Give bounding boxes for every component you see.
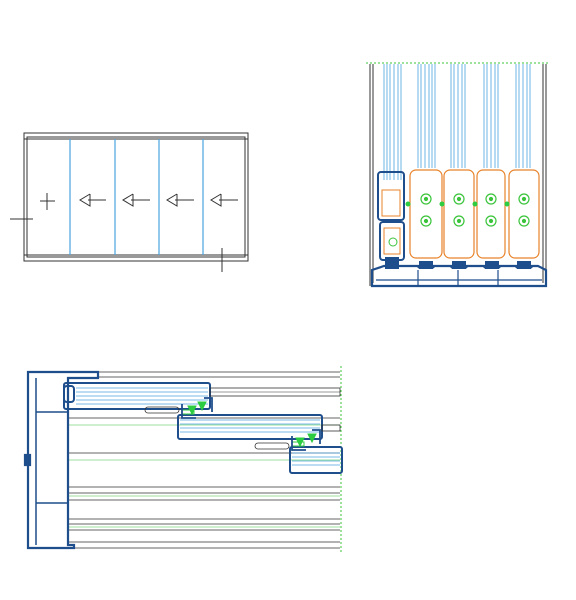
vs-bottom-track bbox=[370, 264, 548, 288]
vs-fixing-screws bbox=[420, 193, 530, 227]
hs-handle-slot-1 bbox=[144, 406, 180, 414]
slide-left-arrow-icon-4 bbox=[210, 193, 238, 207]
vs-fixed-leaf-profile bbox=[377, 171, 405, 269]
vs-glazing-lines bbox=[383, 64, 531, 180]
vs-fixing-point bbox=[388, 237, 398, 247]
plan-outer-frame bbox=[23, 132, 249, 262]
hs-panel-2 bbox=[177, 414, 341, 450]
hs-handle-slot-2 bbox=[254, 442, 290, 450]
vertical-section bbox=[366, 62, 550, 288]
plan-view bbox=[10, 132, 249, 272]
slide-left-arrow-icon-2 bbox=[122, 193, 150, 207]
slide-left-arrow-icon-1 bbox=[79, 193, 106, 207]
plan-inner-frame bbox=[26, 136, 246, 258]
fixed-panel-plus-icon bbox=[40, 193, 55, 210]
hs-interlock-profiles bbox=[181, 397, 321, 451]
vs-carrier-3 bbox=[476, 169, 506, 259]
vs-carrier-1 bbox=[409, 169, 443, 259]
hs-panel-1 bbox=[63, 382, 341, 414]
vs-fixed-leaf-detail bbox=[381, 189, 401, 255]
hs-green-lines bbox=[68, 424, 340, 528]
vs-carrier-4 bbox=[508, 169, 540, 259]
vs-carrier-2 bbox=[443, 169, 475, 259]
vs-carriers bbox=[409, 169, 540, 259]
hs-panel-3 bbox=[289, 446, 343, 474]
horizontal-section bbox=[23, 366, 343, 553]
hs-frame-lines bbox=[68, 371, 340, 549]
vs-gaskets bbox=[405, 201, 510, 207]
plan-panel-dividers bbox=[69, 139, 204, 255]
slide-left-arrow-icon-3 bbox=[166, 193, 194, 207]
hs-jamb-profile bbox=[23, 370, 100, 550]
